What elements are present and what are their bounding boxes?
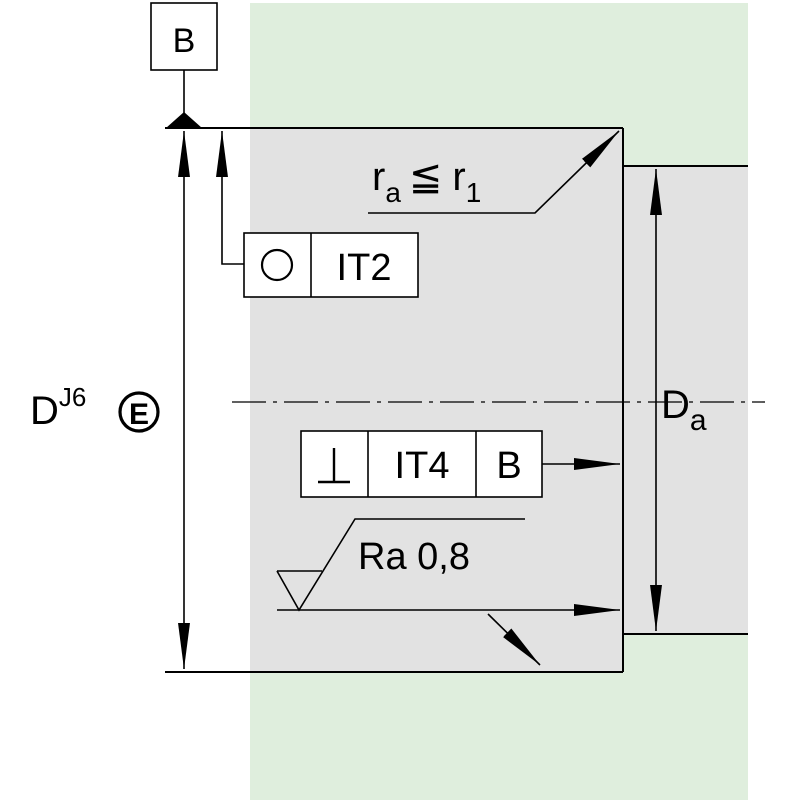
- fillet-r: r: [372, 155, 385, 199]
- envelope-symbol-circle: [118, 391, 160, 433]
- roundness-frame: [243, 232, 419, 298]
- fillet-r1: r: [452, 155, 465, 199]
- roundness-symbol: [260, 248, 294, 282]
- datum-letter: B: [173, 22, 196, 60]
- fillet-r1-sub: 1: [466, 177, 482, 208]
- roughness-text: Ra 0,8: [358, 536, 470, 578]
- roughness-check: [276, 518, 525, 612]
- perpendicularity-symbol: [318, 448, 350, 484]
- roundness-tolerance: IT2: [337, 247, 392, 289]
- perpendicularity-frame: [300, 430, 543, 498]
- bore-diameter-letter: D: [30, 389, 59, 433]
- shoulder-diameter-label: Da: [661, 383, 707, 437]
- datum-box: [150, 2, 218, 71]
- envelope-symbol-letter: E: [129, 398, 149, 431]
- part-section: [250, 128, 623, 672]
- shoulder-diameter-letter: D: [661, 383, 690, 427]
- fillet-r-sub: a: [385, 177, 401, 208]
- roundness-leader: [216, 131, 244, 265]
- roughness-leader: [487, 613, 541, 666]
- perp-tolerance: IT4: [395, 445, 450, 487]
- datum-triangle: [166, 112, 202, 128]
- fillet-label: ra≦r1: [372, 155, 481, 208]
- perp-datum: B: [496, 445, 521, 487]
- shoulder-section: [623, 166, 748, 634]
- shoulder-diameter-sub: a: [690, 404, 707, 437]
- bore-tolerance-class: J6: [59, 382, 86, 412]
- fillet-leader: [368, 130, 620, 214]
- bore-diameter-label: DJ6: [30, 382, 86, 433]
- fillet-relation: ≦: [409, 155, 443, 199]
